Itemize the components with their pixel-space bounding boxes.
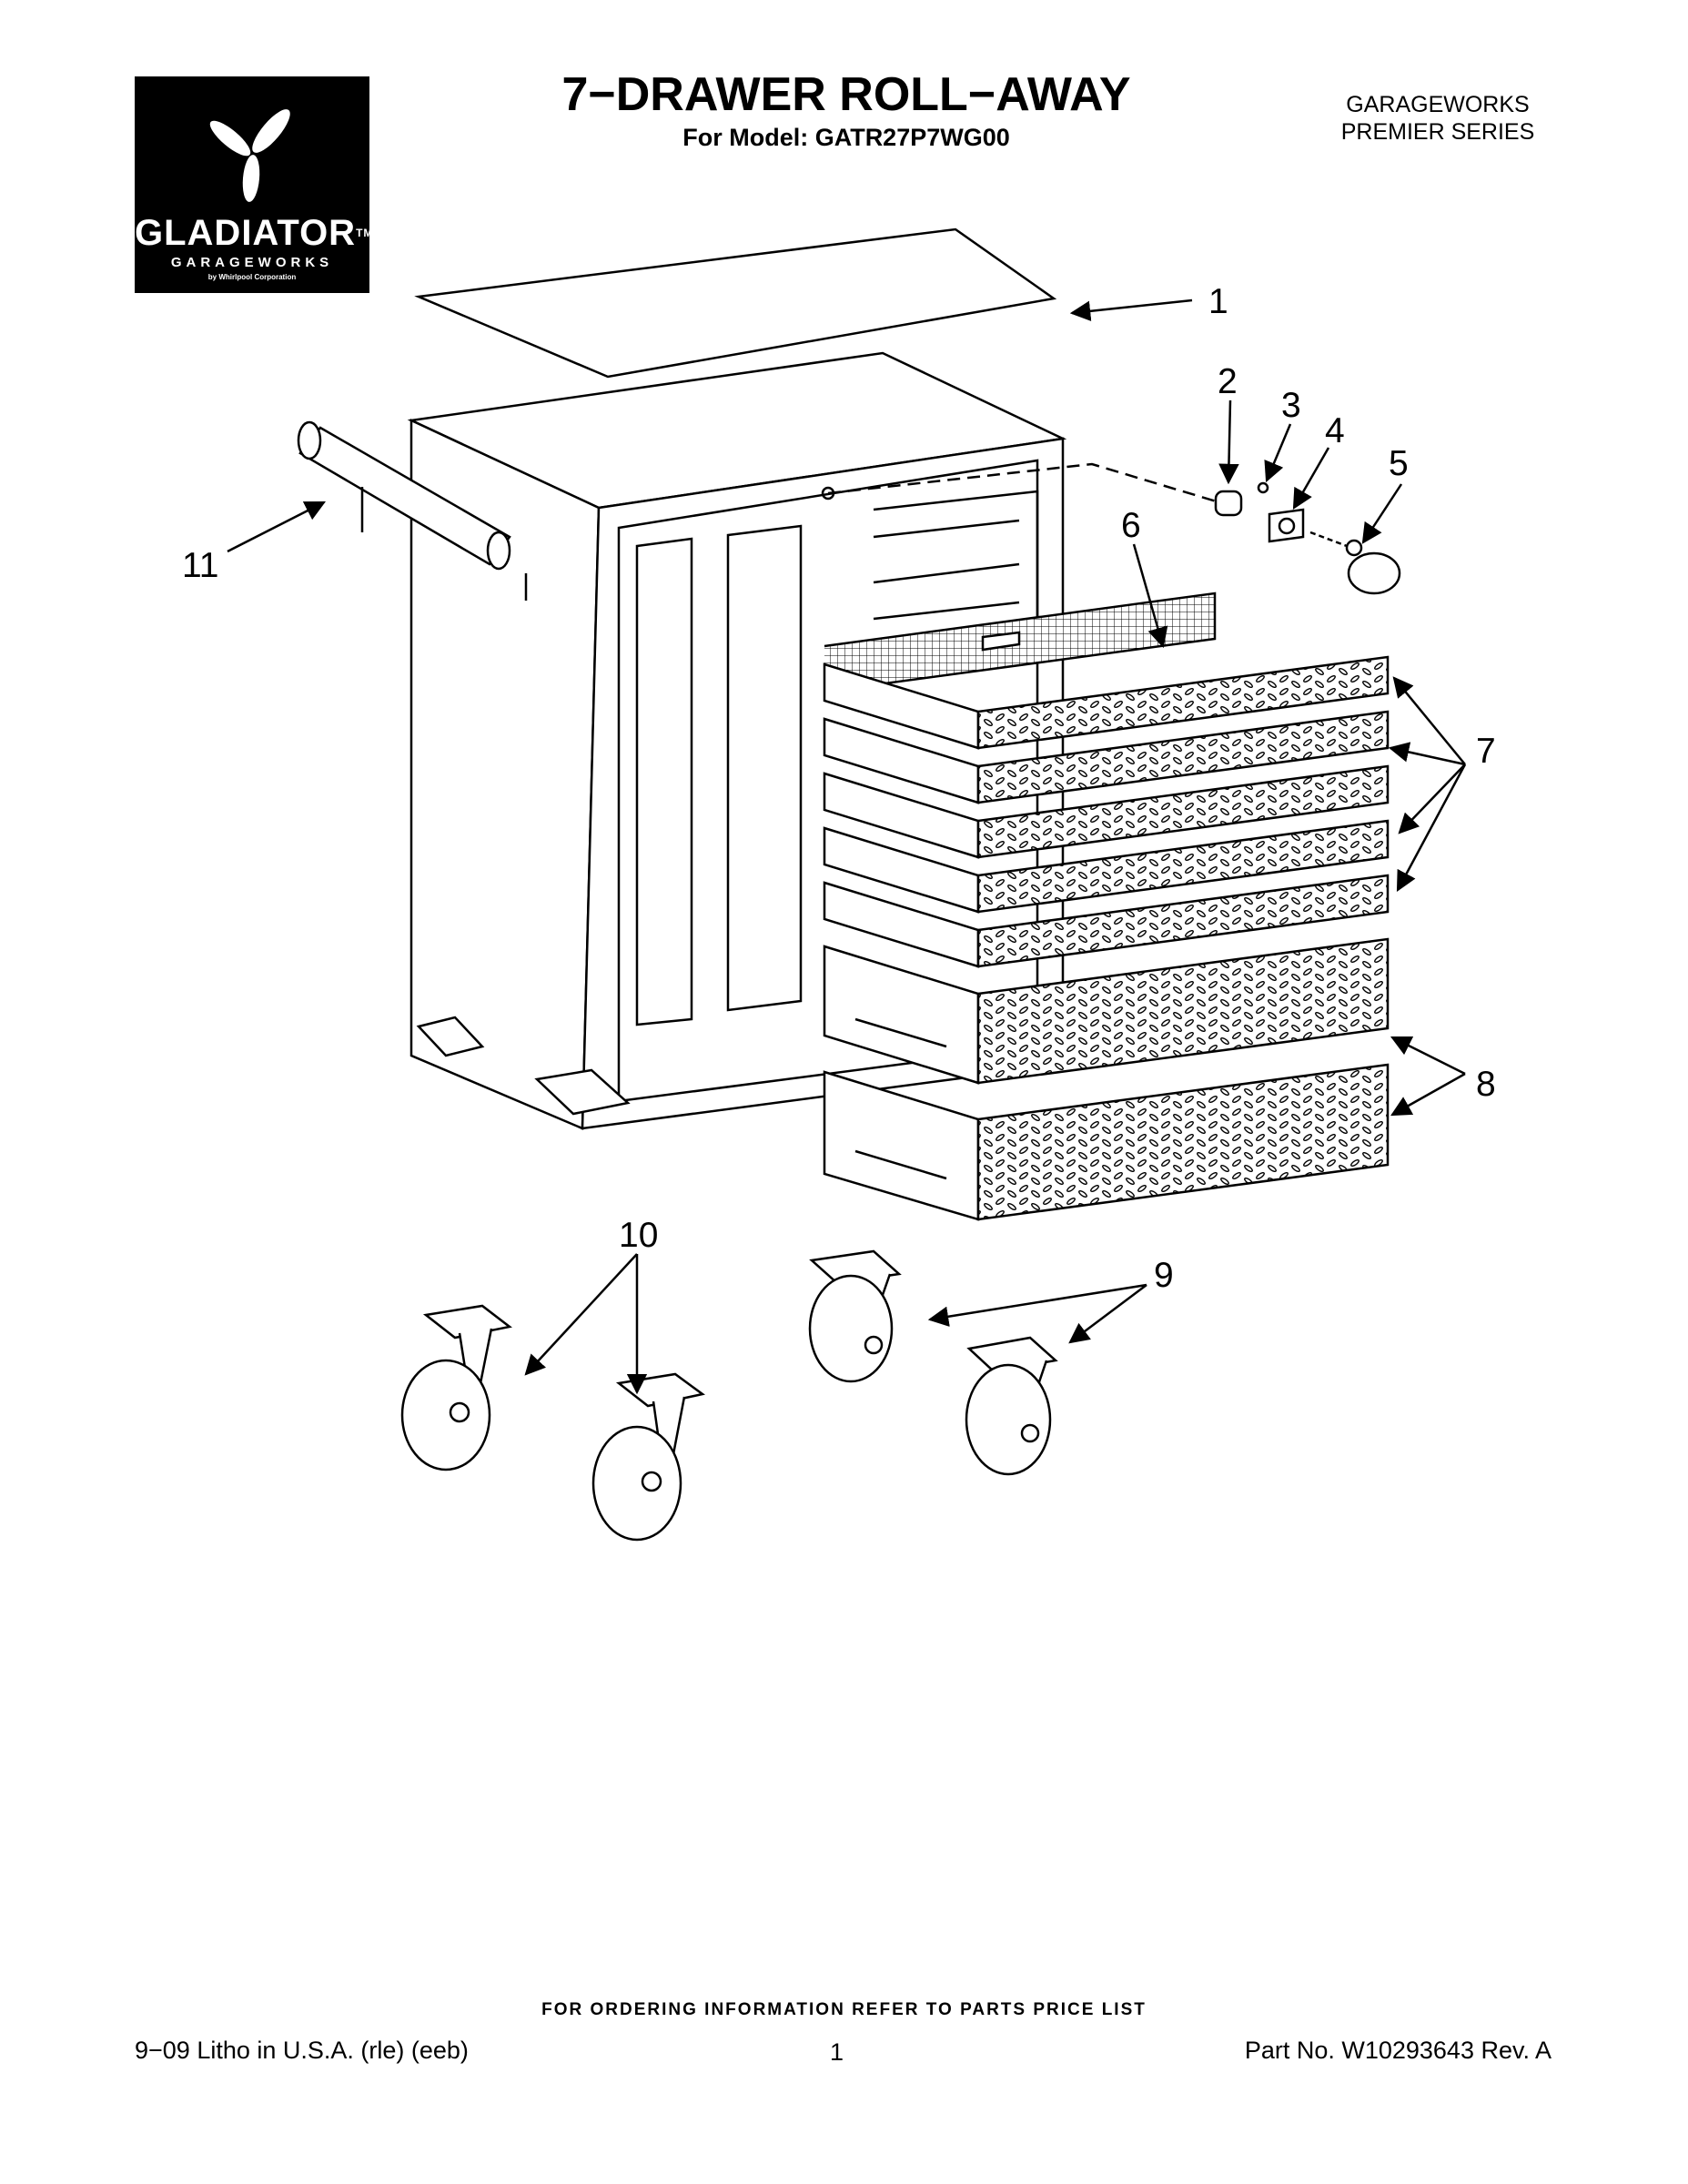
logo-trademark: TM [356, 227, 374, 239]
part-rigid-caster-2 [965, 1336, 1058, 1476]
part-small-drawers [823, 592, 1390, 968]
drawer-8-1 [823, 937, 1390, 1085]
drawer-7-4 [823, 819, 1390, 914]
part-swivel-caster-2 [591, 1372, 705, 1542]
gladiator-emblem-icon [209, 109, 290, 202]
exploded-parts-diagram: 1 2 3 4 5 6 7 8 9 10 11 [182, 228, 1496, 1542]
callout-10: 10 [619, 1216, 658, 1255]
part-side-handle [297, 420, 528, 601]
part-number: Part No. W10293643 Rev. A [1244, 2037, 1552, 2064]
callout-7: 7 [1476, 732, 1496, 771]
callout-5: 5 [1389, 444, 1409, 483]
drawer-7-5 [823, 874, 1390, 968]
callout-6: 6 [1121, 506, 1141, 545]
ordering-info: FOR ORDERING INFORMATION REFER TO PARTS … [541, 2000, 1147, 2019]
logo-byline: by Whirlpool Corporation [207, 273, 297, 281]
part-lock-retainer [1257, 481, 1269, 494]
series-line-1: GARAGEWORKS [1346, 92, 1530, 117]
page-number: 1 [830, 2038, 844, 2066]
callout-2: 2 [1218, 362, 1238, 401]
page-title: 7−DRAWER ROLL−AWAY [561, 68, 1131, 121]
product-series: GARAGEWORKS PREMIER SERIES [1292, 91, 1583, 146]
logo-subtitle: GARAGEWORKS [170, 255, 334, 270]
litho-info: 9−09 Litho in U.S.A. (rle) (eeb) [135, 2037, 469, 2064]
part-lock-cylinder [1214, 490, 1243, 517]
part-large-drawers [823, 937, 1390, 1221]
drawer-7-1 [823, 655, 1390, 750]
series-line-2: PREMIER SERIES [1340, 119, 1535, 145]
logo-brand: GLADIATORTM [135, 213, 374, 253]
callout-4: 4 [1325, 411, 1345, 450]
drawer-7-3 [823, 764, 1390, 859]
model-number: For Model: GATR27P7WG00 [682, 124, 1010, 151]
gladiator-logo: GLADIATORTM GARAGEWORKS by Whirlpool Cor… [135, 76, 374, 293]
callout-9: 9 [1154, 1256, 1174, 1295]
callout-11: 11 [182, 546, 219, 585]
callout-1: 1 [1208, 282, 1228, 321]
callout-8: 8 [1476, 1065, 1496, 1104]
callout-3: 3 [1281, 386, 1301, 425]
part-rigid-caster-1 [808, 1249, 902, 1383]
drawer-7-2 [823, 710, 1390, 804]
drawer-8-2 [823, 1063, 1390, 1221]
part-top-mat [414, 228, 1057, 379]
part-lock-assembly [827, 462, 1401, 595]
part-lock-key [1347, 551, 1401, 595]
part-swivel-caster-1 [400, 1304, 512, 1471]
